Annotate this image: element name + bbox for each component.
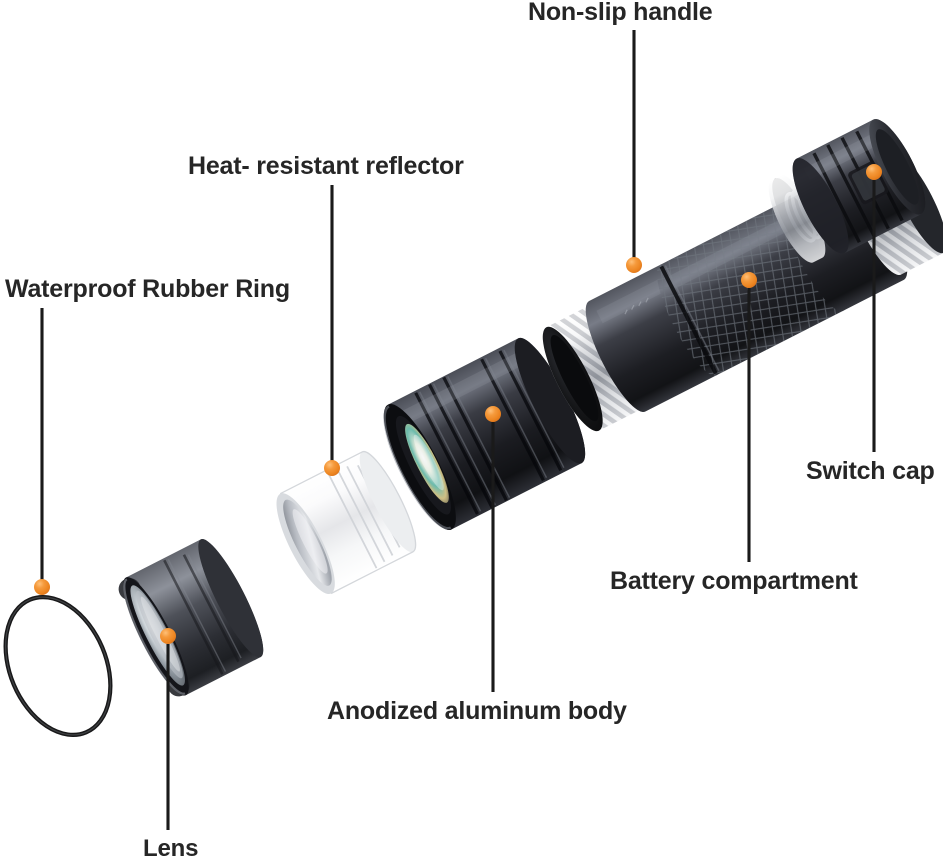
callout-dot-anodized-aluminum-body[interactable] (485, 406, 501, 422)
label-heat-resistant-reflector: Heat- resistant reflector (188, 152, 464, 180)
label-lens: Lens (143, 835, 199, 862)
callout-battery-compartment[interactable] (741, 272, 757, 562)
label-non-slip-handle: Non-slip handle (528, 0, 713, 26)
callout-dot-non-slip-handle[interactable] (626, 257, 642, 273)
callout-switch-cap[interactable] (866, 164, 882, 452)
label-anodized-aluminum-body: Anodized aluminum body (327, 697, 627, 725)
callout-dot-heat-resistant-reflector[interactable] (324, 460, 340, 476)
callout-anodized-aluminum-body[interactable] (485, 406, 501, 692)
callout-dot-battery-compartment[interactable] (741, 272, 757, 288)
part-head-anodized-aluminum-body (383, 337, 586, 530)
label-battery-compartment: Battery compartment (610, 567, 858, 595)
callout-dot-switch-cap[interactable] (866, 164, 882, 180)
callout-dot-lens[interactable] (160, 628, 176, 644)
callout-dot-waterproof-rubber-ring[interactable] (34, 579, 50, 595)
callout-heat-resistant-reflector[interactable] (324, 185, 340, 476)
callout-non-slip-handle[interactable] (626, 30, 642, 273)
callout-waterproof-rubber-ring[interactable] (34, 308, 50, 595)
label-waterproof-rubber-ring: Waterproof Rubber Ring (5, 275, 290, 303)
label-switch-cap: Switch cap (806, 457, 935, 485)
part-switch-cap (768, 119, 926, 263)
part-heat-resistant-reflector (276, 450, 417, 595)
part-waterproof-rubber-ring (3, 595, 113, 737)
callout-lens[interactable] (160, 628, 176, 830)
